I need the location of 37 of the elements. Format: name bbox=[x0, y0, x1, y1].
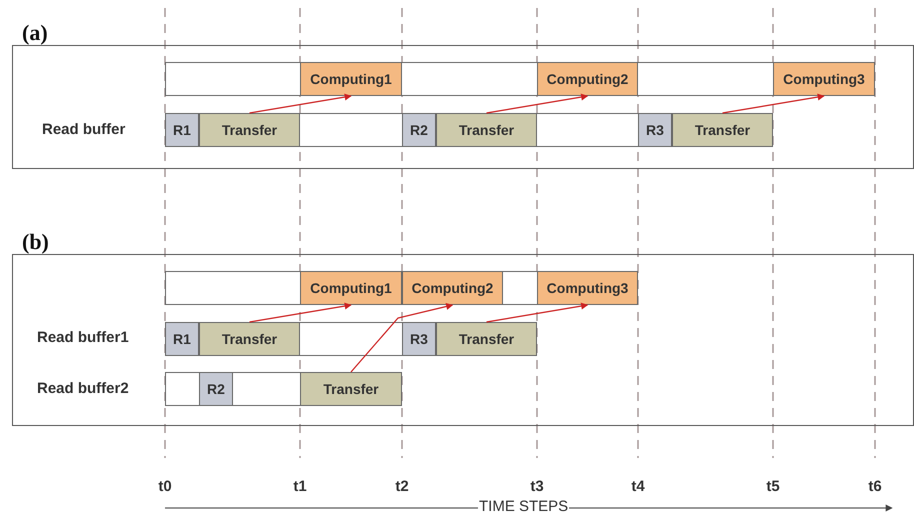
transfer-block: Transfer bbox=[672, 113, 773, 147]
computing-block: Computing2 bbox=[537, 62, 638, 96]
computing-block: Computing2 bbox=[402, 271, 503, 305]
row-label: Read buffer1 bbox=[37, 329, 129, 346]
arrow bbox=[486, 302, 588, 323]
transfer-block: Transfer bbox=[436, 322, 537, 356]
read-block: R2 bbox=[199, 372, 233, 406]
arrow bbox=[249, 94, 352, 114]
panel-heading: (b) bbox=[22, 229, 49, 255]
arrow bbox=[249, 302, 352, 323]
time-label: t6 bbox=[867, 478, 883, 495]
time-label: t1 bbox=[292, 478, 308, 495]
computing-block: Computing3 bbox=[773, 62, 875, 96]
time-label: t2 bbox=[394, 478, 410, 495]
axis-title: TIME STEPS bbox=[478, 499, 570, 514]
transfer-block: Transfer bbox=[300, 372, 402, 406]
read-block: R2 bbox=[402, 113, 436, 147]
computing-block: Computing3 bbox=[537, 271, 638, 305]
arrow bbox=[350, 303, 454, 372]
arrow bbox=[486, 94, 588, 114]
read-block: R3 bbox=[402, 322, 436, 356]
computing-block: Computing1 bbox=[300, 62, 402, 96]
time-label: t5 bbox=[765, 478, 781, 495]
row-label: Read buffer bbox=[42, 121, 126, 138]
time-label: t3 bbox=[529, 478, 545, 495]
arrow bbox=[722, 94, 825, 114]
read-block: R1 bbox=[165, 322, 199, 356]
transfer-block: Transfer bbox=[199, 322, 300, 356]
row-label: Read buffer2 bbox=[37, 380, 129, 397]
time-label: t4 bbox=[630, 478, 646, 495]
read-block: R3 bbox=[638, 113, 672, 147]
transfer-block: Transfer bbox=[199, 113, 300, 147]
transfer-block: Transfer bbox=[436, 113, 537, 147]
time-label: t0 bbox=[157, 478, 173, 495]
read-block: R1 bbox=[165, 113, 199, 147]
panel-heading: (a) bbox=[22, 20, 48, 46]
computing-block: Computing1 bbox=[300, 271, 402, 305]
